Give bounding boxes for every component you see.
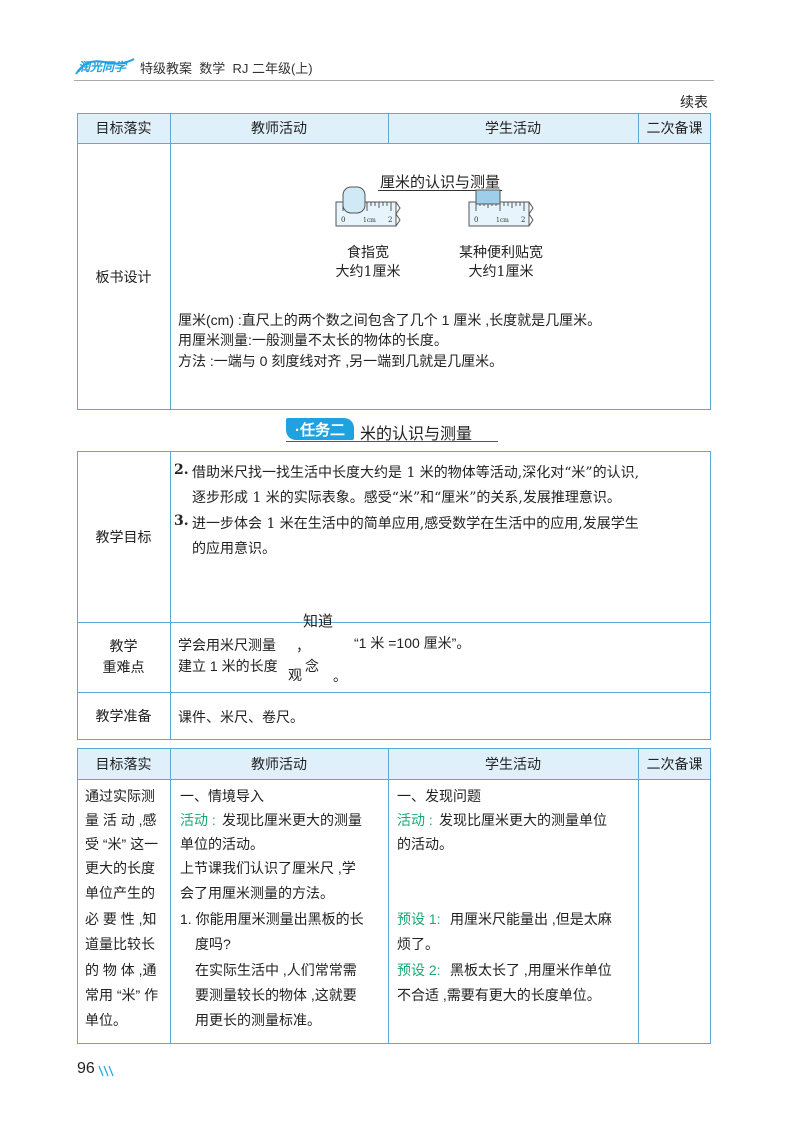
teacher-intro-1: 上节课我们认识了厘米尺 ,学: [180, 860, 356, 876]
table1-header-review: 二次备课: [646, 120, 703, 136]
teaching-prep-text: 课件、米尺、卷尺。: [178, 709, 304, 725]
table1-header-goal: 目标落实: [95, 120, 152, 136]
table1-header-student: 学生活动: [485, 120, 541, 136]
student-preset-1-label: 预设 1:: [397, 911, 441, 927]
header-rule: [74, 80, 714, 81]
svg-text:0: 0: [474, 216, 478, 224]
student-preset-1-text-1: 用厘米尺能量出 ,但是太麻: [450, 911, 612, 927]
ruler-right-caption-1: 某种便利贴宽: [459, 245, 543, 261]
goal-line: 道量比较长: [85, 936, 155, 952]
student-activity-label: 活动 :: [397, 812, 433, 828]
task-title-underline: [286, 441, 498, 442]
continued-label: 续表: [680, 94, 708, 110]
board-title: 厘米的认识与测量: [380, 174, 501, 191]
table2: [77, 451, 711, 740]
goal-2-number: 2.: [174, 462, 189, 478]
student-section-title: 一、发现问题: [397, 788, 481, 804]
goal-2-line-2: 逐步形成 1 米的实际表象。感受“米”和“厘米”的关系,发展推理意识。: [192, 490, 621, 506]
key-line-1a: 学会用米尺测量: [178, 637, 276, 653]
ruler-tick-0: 0: [341, 216, 345, 224]
svg-text:1cm: 1cm: [496, 217, 509, 224]
goal-2-line-1: 借助米尺找一找生活中长度大约是 1 米的物体等活动,深化对“米”的认识,: [192, 465, 640, 481]
teaching-goal-label: 教学目标: [95, 528, 152, 545]
page-number: 96: [77, 1060, 95, 1077]
board-line-1: 厘米(cm) :直尺上的两个数之间包含了几个 1 厘米 ,长度就是几厘米。: [178, 312, 602, 328]
goal-line: 受 “米” 这一: [85, 836, 159, 852]
key-line-2d: 。: [333, 668, 347, 684]
goal-3-number: 3.: [174, 513, 189, 529]
task-title: 米的认识与测量: [360, 426, 473, 443]
board-design-label: 板书设计: [95, 268, 152, 285]
task-badge: ·任务二: [286, 418, 354, 440]
page-number-decoration-icon: [98, 1065, 114, 1077]
board-title-underline: [378, 190, 502, 191]
teacher-activity-text-1: 发现比厘米更大的测量: [222, 812, 362, 828]
key-zhidao: 知道: [303, 613, 334, 630]
goal-line: 通过实际测: [85, 788, 155, 804]
goal-3-line-1: 进一步体会 1 米在生活中的简单应用,感受数学在生活中的应用,发展学生: [192, 516, 639, 532]
goal-line: 常用 “米” 作: [85, 987, 159, 1003]
student-preset-1-text-2: 烦了。: [397, 936, 439, 952]
teacher-paragraph-2: 要测量较长的物体 ,这就要: [195, 987, 357, 1003]
student-activity-text-1: 发现比厘米更大的测量单位: [439, 812, 607, 828]
ruler-sticky-note-image: 0 1cm 2: [468, 189, 534, 227]
goal-line: 的 物 体 ,通: [85, 962, 157, 978]
teacher-activity-label: 活动 :: [180, 812, 216, 828]
ruler-finger-image: 0 1cm 2: [335, 186, 401, 227]
goal-line: 更大的长度: [85, 860, 155, 876]
ruler-tick-1cm: 1cm: [363, 217, 376, 224]
ruler-left-caption-1: 食指宽: [347, 245, 389, 261]
key-line-1c: “1 米 =100 厘米”。: [354, 635, 471, 651]
logo-icon: [75, 58, 135, 75]
header-title: 特级教案 数学 RJ 二年级(上): [140, 61, 313, 76]
teacher-activity-text-2: 单位的活动。: [180, 836, 264, 852]
table1-header-row: [78, 114, 710, 143]
logo-text: 润光同学: [78, 60, 127, 74]
teacher-intro-2: 会了用厘米测量的方法。: [180, 885, 334, 901]
header-logo: 润光同学: [74, 56, 136, 78]
table3: [77, 748, 711, 1044]
table3-header-student: 学生活动: [485, 755, 541, 772]
goal-3-line-2: 的应用意识。: [192, 541, 276, 557]
key-points-label-1: 教学: [109, 638, 138, 654]
table1-header-teacher: 教师活动: [251, 120, 307, 136]
teaching-prep-label: 教学准备: [95, 708, 152, 724]
key-line-2b: 观: [288, 667, 302, 683]
teacher-section-title: 一、情境导入: [180, 788, 264, 804]
ruler-tick-2: 2: [388, 216, 392, 224]
table1: [77, 113, 711, 410]
student-preset-2-text-2: 不合适 ,需要有更大的长度单位。: [397, 987, 601, 1003]
teacher-question-1: 1. 你能用厘米测量出黑板的长: [180, 911, 364, 927]
table3-header-teacher: 教师活动: [251, 755, 307, 772]
goal-line: 单位。: [85, 1012, 127, 1028]
table3-header-row: [78, 749, 710, 779]
student-preset-2-label: 预设 2:: [397, 962, 441, 978]
board-line-2: 用厘米测量:一般测量不太长的物体的长度。: [178, 332, 448, 348]
key-points-label-2: 重难点: [102, 659, 145, 675]
ruler-right-caption-2: 大约1厘米: [468, 264, 534, 280]
goal-line: 必 要 性 ,知: [85, 911, 157, 927]
teacher-paragraph-1: 在实际生活中 ,人们常常需: [195, 962, 357, 978]
key-line-2a: 建立 1 米的长度: [178, 658, 278, 674]
student-preset-2-text-1: 黑板太长了 ,用厘米作单位: [450, 962, 612, 978]
student-activity-text-2: 的活动。: [397, 836, 453, 852]
key-line-1b: ，: [296, 638, 310, 654]
ruler-left-caption-2: 大约1厘米: [335, 264, 401, 280]
svg-text:2: 2: [521, 216, 525, 224]
goal-line: 量 活 动 ,感: [85, 812, 157, 828]
table3-header-review: 二次备课: [646, 755, 703, 772]
teacher-paragraph-3: 用更长的测量标准。: [195, 1012, 321, 1028]
key-line-2c: 念: [305, 658, 319, 674]
board-line-3: 方法 :一端与 0 刻度线对齐 ,另一端到几就是几厘米。: [178, 353, 504, 369]
teacher-question-1b: 度吗?: [195, 936, 231, 952]
goal-line: 单位产生的: [85, 885, 155, 901]
table3-header-goal: 目标落实: [95, 755, 152, 772]
